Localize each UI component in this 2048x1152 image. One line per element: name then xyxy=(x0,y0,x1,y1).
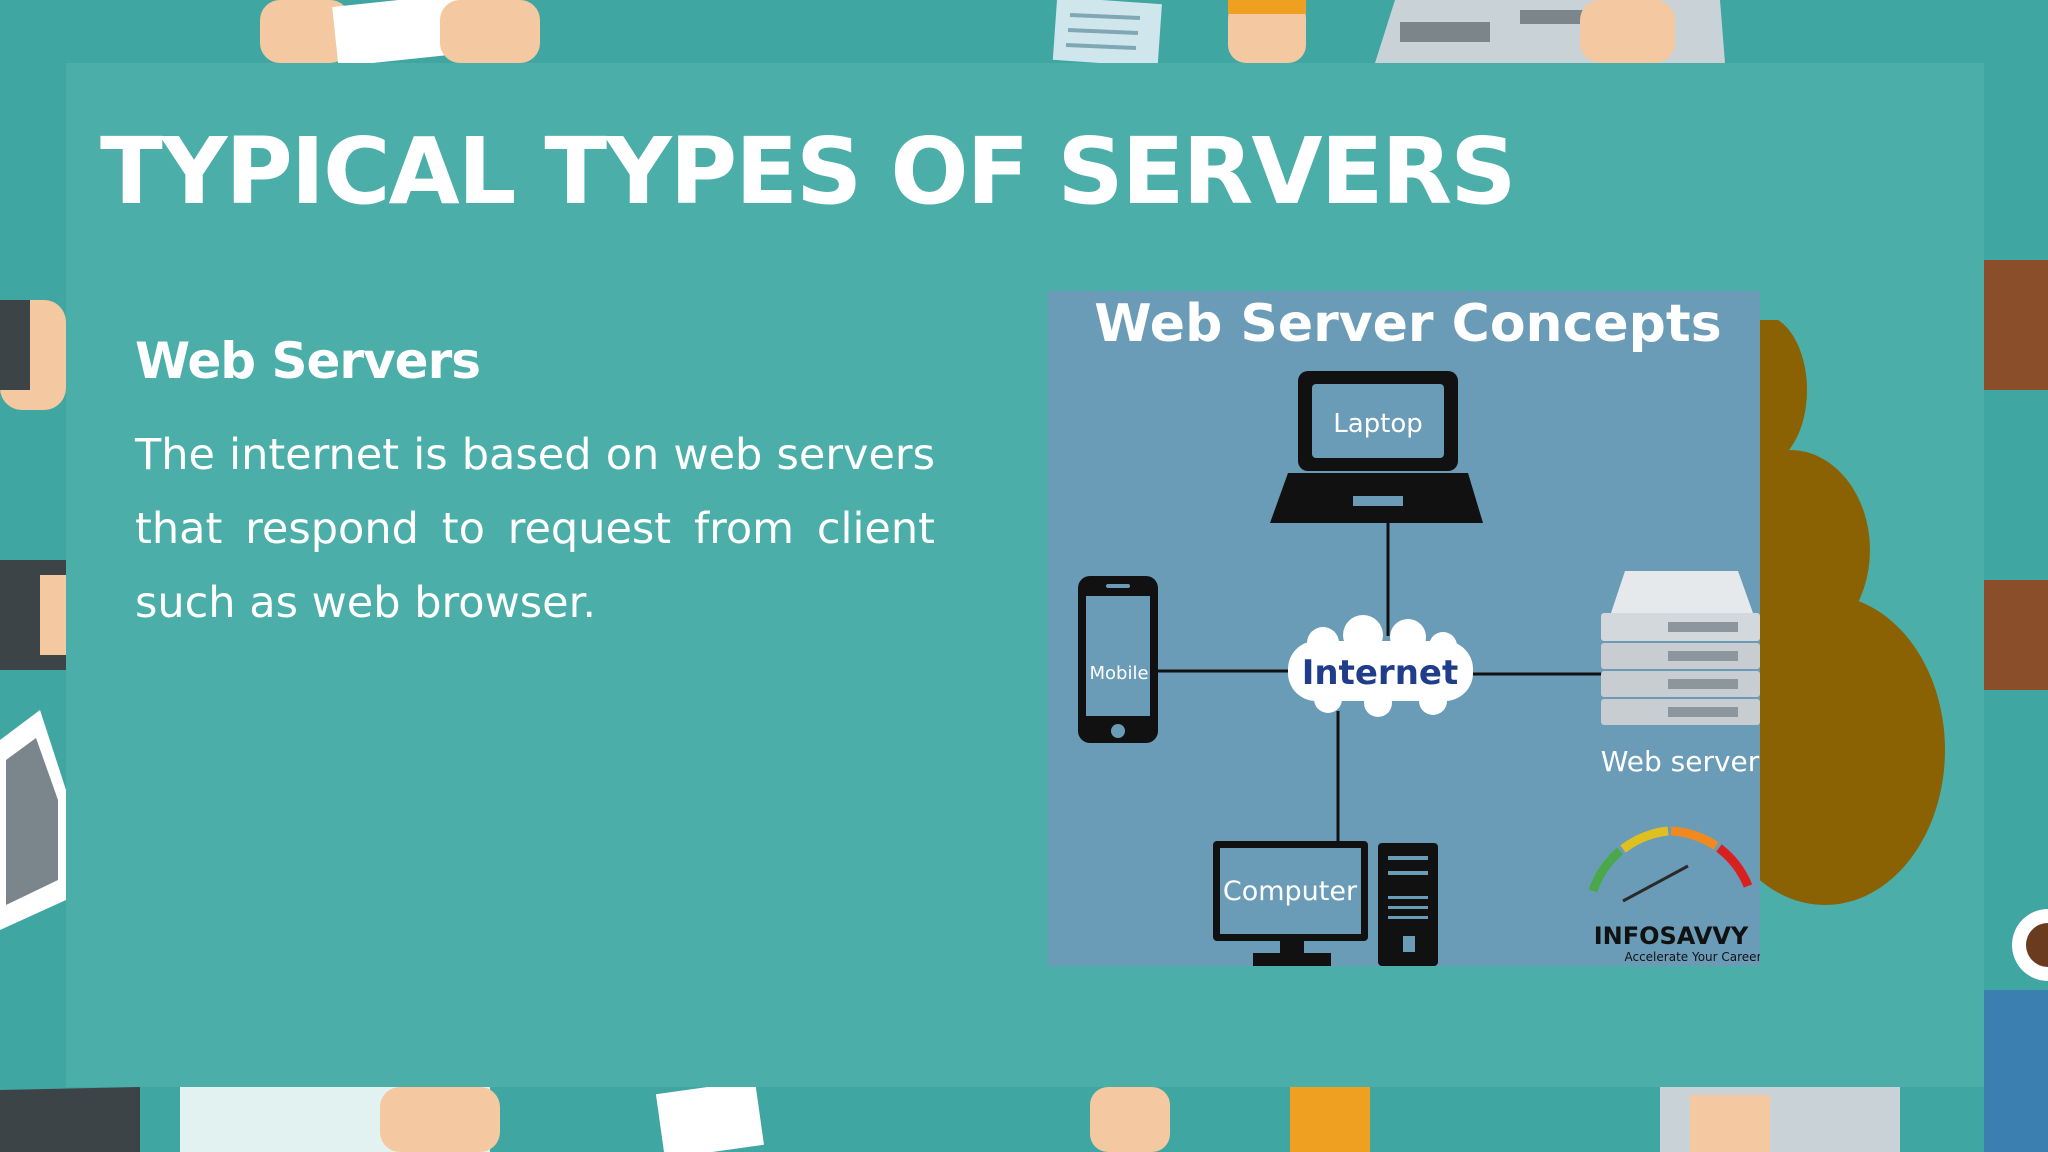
right-hand-icon xyxy=(1984,260,2048,1152)
bottom-hands-icon xyxy=(0,1080,1900,1152)
internet-cloud-icon: Internet xyxy=(1288,615,1473,717)
newspaper-icon xyxy=(1375,0,1725,63)
diagram-heading: Web Server Concepts xyxy=(1094,294,1721,354)
computer-label: Computer xyxy=(1223,876,1358,907)
slide-title: TYPICAL TYPES OF SERVERS xyxy=(100,118,1517,225)
desktop-computer-icon: Computer xyxy=(1213,841,1438,966)
decorative-blobs xyxy=(1740,320,1945,905)
logo-brand-text: INFOSAVVY xyxy=(1594,922,1749,950)
mobile-phone-icon: Mobile xyxy=(1078,576,1158,743)
left-hand-icon xyxy=(0,300,66,670)
coffee-cup-icon xyxy=(2012,909,2048,981)
laptop-label: Laptop xyxy=(1333,409,1423,439)
tablet-icon xyxy=(0,710,66,930)
section-heading: Web Servers xyxy=(135,332,481,390)
internet-label: Internet xyxy=(1302,653,1458,693)
paper-icon xyxy=(1052,0,1162,68)
logo-tagline-text: Accelerate Your Career xyxy=(1624,950,1760,964)
body-paragraph: The internet is based on web servers tha… xyxy=(135,430,935,628)
top-left-hand-icon xyxy=(260,0,540,67)
top-hand-icon xyxy=(1228,0,1306,63)
mobile-label: Mobile xyxy=(1089,663,1148,684)
server-label: Web server xyxy=(1601,745,1760,778)
server-rack-icon: Web server xyxy=(1601,571,1760,778)
infosavvy-logo-icon: INFOSAVVY Accelerate Your Career xyxy=(1588,826,1760,964)
web-server-diagram: Web Server Concepts Laptop Mobile Intern… xyxy=(1048,291,1760,966)
connection-lines xyxy=(1155,523,1608,841)
laptop-icon: Laptop xyxy=(1270,371,1483,523)
